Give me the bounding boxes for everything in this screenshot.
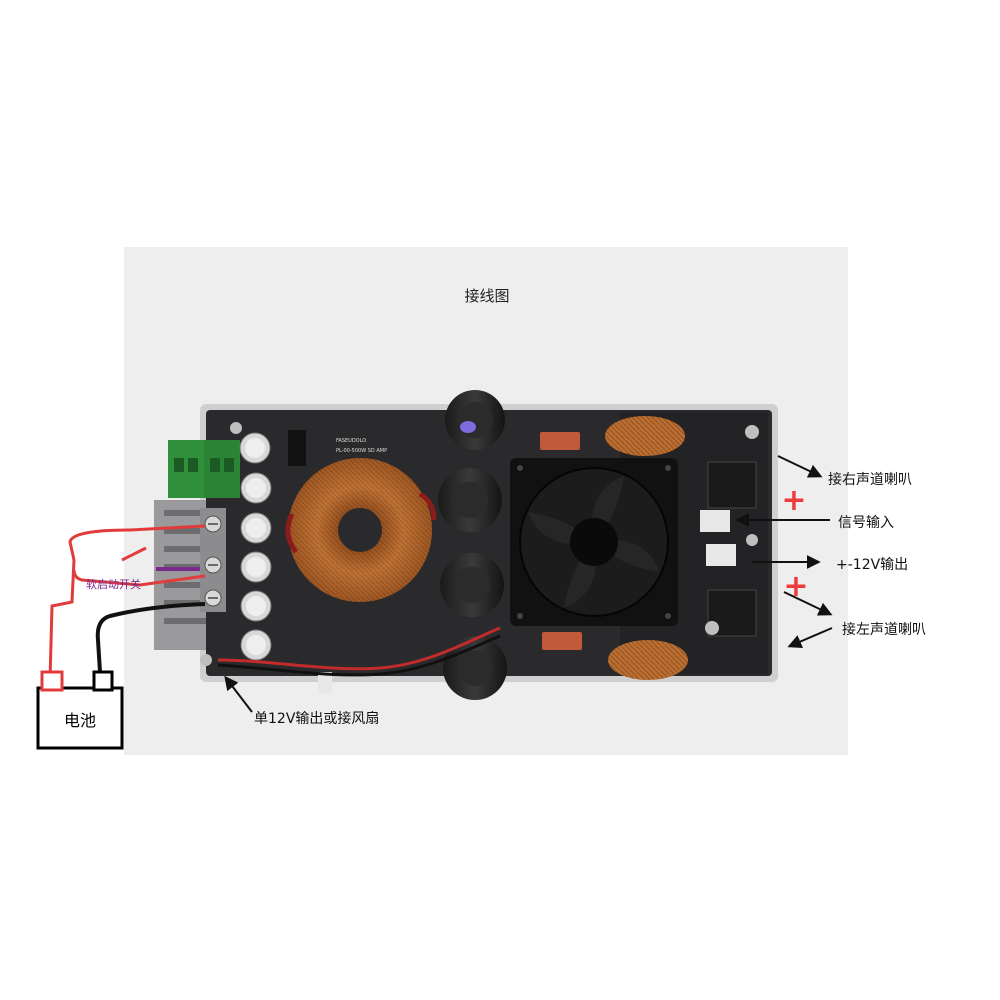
film-capacitor-icon: [542, 632, 582, 650]
red-wire-branch: [72, 569, 206, 587]
soft-start-switch: [121, 546, 147, 562]
pcb-mount-screws: [200, 422, 759, 666]
cable-tie: [318, 672, 332, 694]
plus-icon: +: [781, 483, 806, 518]
left-speaker-label: 接左声道喇叭: [842, 621, 926, 638]
arrow-icon: [777, 455, 823, 478]
film-capacitor-icon: [540, 432, 580, 450]
arrow-icon: [787, 627, 833, 649]
arrow-icon: [783, 591, 833, 616]
pm12v-output-label: +-12V输出: [836, 557, 908, 573]
toroid-coil-icon: [285, 458, 437, 602]
fan-wire-red: [217, 626, 501, 671]
plus-icon: +: [783, 569, 808, 604]
pcb-brand-text: FASEUDOLO: [336, 438, 366, 444]
right-speaker-label: 接右声道喇叭: [828, 471, 912, 488]
capacitor-icon: [239, 432, 272, 661]
page-title: 接线图: [464, 287, 509, 305]
fan-wire-black: [217, 634, 501, 677]
battery-icon: [36, 670, 124, 750]
screw-terminal-icon: [200, 508, 226, 612]
small-capacitor-icon: [288, 430, 306, 466]
single-12v-label: 单12V输出或接风扇: [254, 710, 379, 727]
black-wire: [95, 602, 206, 673]
signal-input-label: 信号输入: [838, 515, 894, 531]
soft-start-label: 软启动开关: [86, 577, 141, 591]
pcb-model-text: PL-00-500W SD AMP: [336, 448, 387, 454]
terminal-block-icon: [168, 440, 240, 498]
inductor-coil-icon: [605, 416, 688, 680]
connector-icon: [700, 510, 736, 566]
arrow-icon: [224, 675, 253, 713]
fan-icon: [510, 458, 678, 626]
battery-label: 电池: [64, 711, 96, 730]
